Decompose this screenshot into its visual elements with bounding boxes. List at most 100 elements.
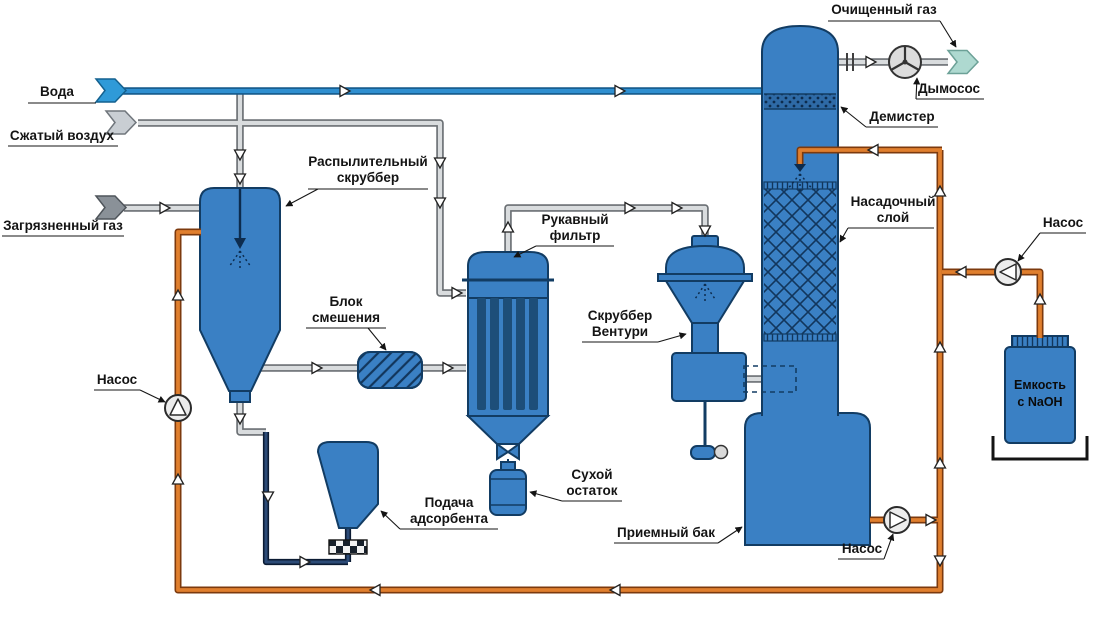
flow-arrow [369, 583, 381, 597]
venturi-duct [743, 365, 797, 393]
rotary-feeder [328, 539, 368, 555]
label-bag-filter: Рукавный фильтр [513, 212, 614, 258]
venturi-drain-pump [690, 444, 729, 460]
sump-pump-icon [883, 506, 911, 534]
label-receiving-tank: Приемный бак [614, 525, 743, 544]
label-water: Вода [28, 84, 96, 104]
label-text: Блок [329, 294, 362, 309]
label-fan: Дымосос [913, 77, 984, 100]
pipes-recirculation [174, 146, 1044, 594]
label-text: Сухой [571, 467, 612, 482]
label-text: Насос [1043, 215, 1084, 230]
adsorbent-hopper [316, 441, 379, 529]
label-dry-residue: Сухой остаток [529, 467, 622, 502]
label-text: Очищенный газ [831, 2, 937, 17]
flow-arrow [614, 84, 626, 98]
label-compressed-air: Сжатый воздух [8, 128, 118, 147]
label-text: Рукавный [541, 212, 608, 227]
flow-arrow [933, 341, 947, 353]
label-text: Насадочный [851, 194, 936, 209]
label-spray-scrubber: Распылительный скруббер [285, 154, 428, 207]
flow-arrow [1033, 293, 1047, 305]
naoh-tank-label: Емкость [1014, 378, 1066, 392]
clean-gas-outlet-arrow-icon [946, 49, 980, 75]
pumps-and-fan [164, 45, 1022, 534]
recirculation-pump-icon [164, 394, 192, 422]
water-inlet-arrow-icon [94, 78, 128, 103]
flow-arrow [955, 265, 967, 279]
flow-arrow [925, 513, 937, 527]
flow-arrow [933, 457, 947, 469]
dry-residue-drum [489, 461, 527, 516]
flow-arrow [233, 149, 247, 161]
label-packed-bed: Насадочный слой [839, 194, 936, 243]
demister-band [764, 93, 836, 110]
flow-arrow [624, 201, 636, 215]
mixing-block [357, 351, 423, 389]
label-dirty-gas: Загрязненный газ [2, 218, 124, 237]
label-text: фильтр [550, 228, 601, 243]
flow-arrow [171, 289, 185, 301]
flow-arrow [299, 555, 311, 569]
label-text: Насос [97, 372, 138, 387]
exhaust-fan-icon [846, 45, 922, 79]
label-text: Дымосос [918, 81, 981, 96]
label-text: Скруббер [588, 308, 653, 323]
label-clean-gas: Очищенный газ [828, 2, 957, 48]
naoh-pump-icon [994, 258, 1022, 286]
label-text: Сжатый воздух [10, 128, 115, 143]
discharge-valve [496, 442, 520, 463]
column-spray-nozzle [786, 164, 814, 192]
air-inlet-arrow-icon [104, 110, 138, 135]
label-text: слой [877, 210, 909, 225]
label-text: Подача [425, 495, 474, 510]
label-text: адсорбента [410, 511, 489, 526]
naoh-tank-label: с NaOH [1017, 395, 1062, 409]
flow-arrow [501, 221, 515, 233]
flow-arrow [311, 361, 323, 375]
flow-arrow [339, 84, 351, 98]
spray-scrubber [199, 187, 281, 403]
packed-bed [763, 181, 837, 342]
receiving-tank [744, 412, 871, 546]
flow-arrow [865, 55, 877, 69]
dirty-gas-inlet-arrow-icon [94, 195, 128, 220]
flow-arrow [933, 185, 947, 197]
label-text: Приемный бак [617, 525, 715, 540]
flow-arrow [867, 143, 879, 157]
label-text: Загрязненный газ [3, 218, 123, 233]
label-text: Вентури [592, 324, 648, 339]
naoh-tank: Емкость с NaOH [991, 335, 1089, 461]
flow-arrow [233, 173, 247, 185]
flow-arrow [451, 286, 463, 300]
spray-nozzle-icon [234, 238, 246, 249]
flow-arrow [233, 413, 247, 425]
label-text: Распылительный [308, 154, 427, 169]
labels: Вода Сжатый воздух Загрязненный газ Очищ… [2, 2, 1086, 560]
flow-arrow [433, 197, 447, 209]
bag-filter [462, 251, 554, 445]
label-text: Демистер [869, 109, 934, 124]
label-demister: Демистер [840, 106, 938, 128]
label-text: Насос [842, 541, 883, 556]
flow-arrow [433, 157, 447, 169]
packed-column [761, 24, 839, 416]
label-text: смешения [312, 310, 380, 325]
label-pump-left: Насос [94, 372, 166, 403]
label-text: Вода [40, 84, 74, 99]
flow-arrow [171, 473, 185, 485]
label-pump-right: Насос [1017, 215, 1086, 262]
flow-arrow [933, 555, 947, 567]
label-pump-bottom: Насос [838, 533, 895, 560]
flow-arrow [442, 361, 454, 375]
label-venturi-scrubber: Скруббер Вентури [582, 308, 687, 343]
flow-arrow [609, 583, 621, 597]
label-adsorbent-feed: Подача адсорбента [380, 495, 498, 530]
label-text: скруббер [337, 170, 399, 185]
inlet-outlet-arrows [94, 49, 980, 220]
venturi-scrubber [657, 235, 753, 446]
equipment: Емкость с NaOH [199, 24, 1089, 555]
flow-arrow [698, 225, 712, 237]
